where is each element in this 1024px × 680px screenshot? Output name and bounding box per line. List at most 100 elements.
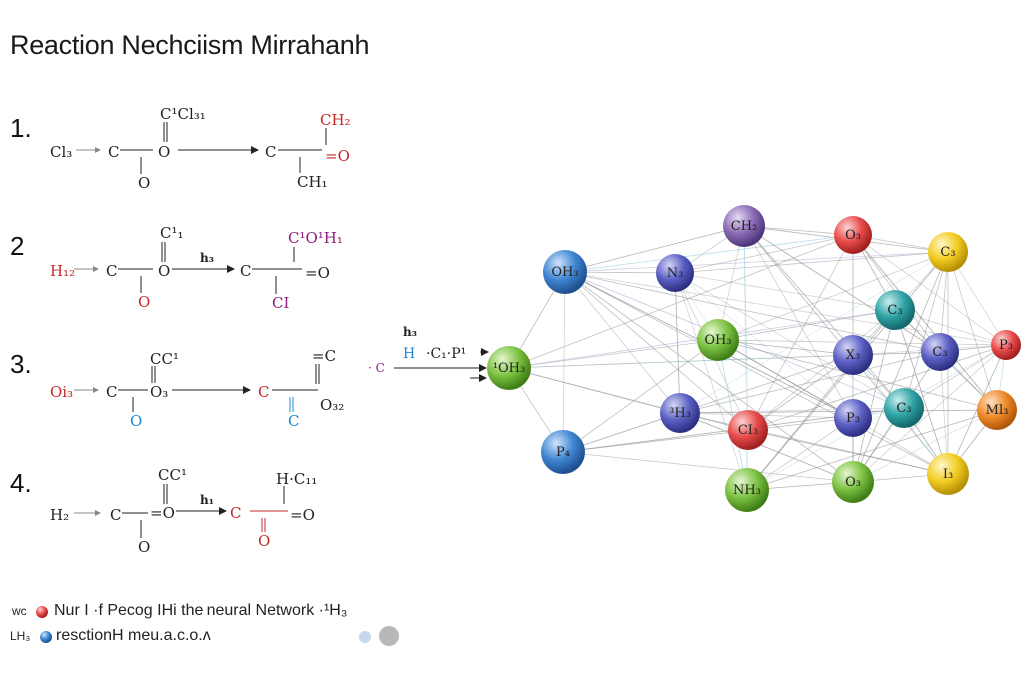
product-right: =O — [325, 147, 350, 165]
page-title: Reaction Nechciism Mirrahanh — [10, 30, 370, 60]
legend-dot-gray — [379, 626, 399, 646]
top-group: CC¹ — [158, 466, 187, 484]
product-carbon: C — [230, 504, 242, 522]
product-carbon: C — [258, 383, 270, 401]
network-node: P₃ — [834, 399, 872, 437]
network-edge — [674, 272, 681, 414]
network-node: ¹OH₃ — [487, 346, 531, 390]
reactant-left: Oi₃ — [50, 383, 74, 401]
network-node: Ml₃ — [977, 390, 1017, 430]
network-edge — [746, 409, 998, 491]
network-node-label: X₃ — [846, 348, 860, 363]
network-node-label: P₃ — [999, 338, 1013, 353]
network-edge — [947, 344, 1007, 475]
network-node-circle — [725, 468, 769, 512]
step-number: 3. — [10, 349, 32, 379]
network-node-circle — [977, 390, 1017, 430]
product-carbon: C — [265, 143, 277, 161]
network-edge — [743, 225, 905, 409]
product-top: CH₂ — [320, 111, 351, 129]
network-edge — [747, 309, 896, 431]
network-edge — [903, 251, 949, 409]
product-top: H·C₁₁ — [276, 470, 318, 488]
center-carbon: C — [106, 262, 118, 280]
product-bottom: CH₁ — [297, 173, 328, 191]
product-right: =O — [305, 264, 330, 282]
bottom-oxygen: O — [138, 538, 151, 556]
network-edge — [508, 354, 854, 369]
network-edge — [674, 251, 949, 274]
network-edge — [679, 412, 854, 419]
legend-row2-prefix: LH₃ — [10, 629, 31, 643]
network-node-circle — [833, 335, 873, 375]
network-edge — [674, 272, 905, 409]
network-edge — [717, 339, 854, 356]
network-node: CH₂ — [723, 205, 765, 247]
network-node-label: Ml₃ — [986, 403, 1009, 418]
network-edge — [747, 354, 854, 431]
network-node-label: I₃ — [943, 467, 953, 482]
product-top: =C — [312, 347, 337, 365]
network-edge — [717, 339, 998, 411]
network-edge — [674, 234, 854, 274]
network-edge — [679, 251, 949, 414]
arrow-label: h₁ — [200, 493, 214, 507]
network-node-circle — [487, 346, 531, 390]
network-node-circle — [928, 232, 968, 272]
network-edge — [852, 409, 998, 483]
step-number: 2 — [10, 231, 25, 261]
network-edge — [564, 225, 745, 273]
legend-dot-blue — [40, 631, 52, 643]
network-node: C₃ — [875, 290, 915, 330]
network-node-label: P₃ — [846, 411, 860, 426]
network-node-circle — [541, 430, 585, 474]
network-node-circle — [921, 333, 959, 371]
network-edge — [852, 234, 998, 411]
reactant-left: H₂ — [50, 506, 70, 524]
connector-left-label: · C — [368, 361, 385, 375]
network-edge — [564, 271, 749, 431]
network-edge — [746, 344, 1007, 491]
network-node-circle — [832, 461, 874, 503]
network-edge — [747, 429, 949, 475]
network-edge — [717, 339, 748, 491]
network-edge — [717, 339, 854, 419]
network-edge — [564, 271, 681, 414]
network-edge — [717, 251, 949, 341]
reactant-left: Cl₃ — [50, 143, 73, 161]
center-carbon: C — [108, 143, 120, 161]
network-edge — [562, 339, 719, 453]
network-edge — [894, 309, 949, 475]
network-node: I₃ — [927, 453, 969, 495]
center-oxygen: O₃ — [150, 383, 169, 401]
network-node-label: P₄ — [556, 445, 570, 460]
center-oxygen: O — [158, 143, 171, 161]
network-node-label: C₃ — [896, 401, 911, 416]
bottom-oxygen: O — [138, 293, 151, 311]
network-node: NH₃ — [725, 468, 769, 512]
network-node: OH₃ — [697, 319, 739, 361]
arrow-label: h₃ — [200, 251, 214, 265]
network-edge — [743, 225, 749, 431]
network-node: N₃ — [656, 254, 694, 292]
network-node-circle — [660, 393, 700, 433]
network-edge — [564, 271, 854, 483]
network-node-circle — [656, 254, 694, 292]
network-node: OH₃ — [543, 250, 587, 294]
network-node: P₄ — [541, 430, 585, 474]
network-node-circle — [991, 330, 1021, 360]
legend-dot-red — [36, 606, 48, 618]
network-edge — [674, 272, 748, 491]
network-node: CI₃ — [728, 410, 768, 450]
product-right: O₃₂ — [320, 396, 345, 414]
network-edge — [564, 251, 949, 273]
connector-formula: ·C₁·P¹ — [426, 346, 467, 362]
network-edge — [717, 309, 896, 341]
network-node-label: C₃ — [932, 345, 947, 360]
connector-arrows — [394, 348, 489, 382]
network-node: C₃ — [928, 232, 968, 272]
step-bonds — [74, 122, 327, 538]
network-node-circle — [543, 250, 587, 294]
network-edge — [564, 271, 941, 353]
